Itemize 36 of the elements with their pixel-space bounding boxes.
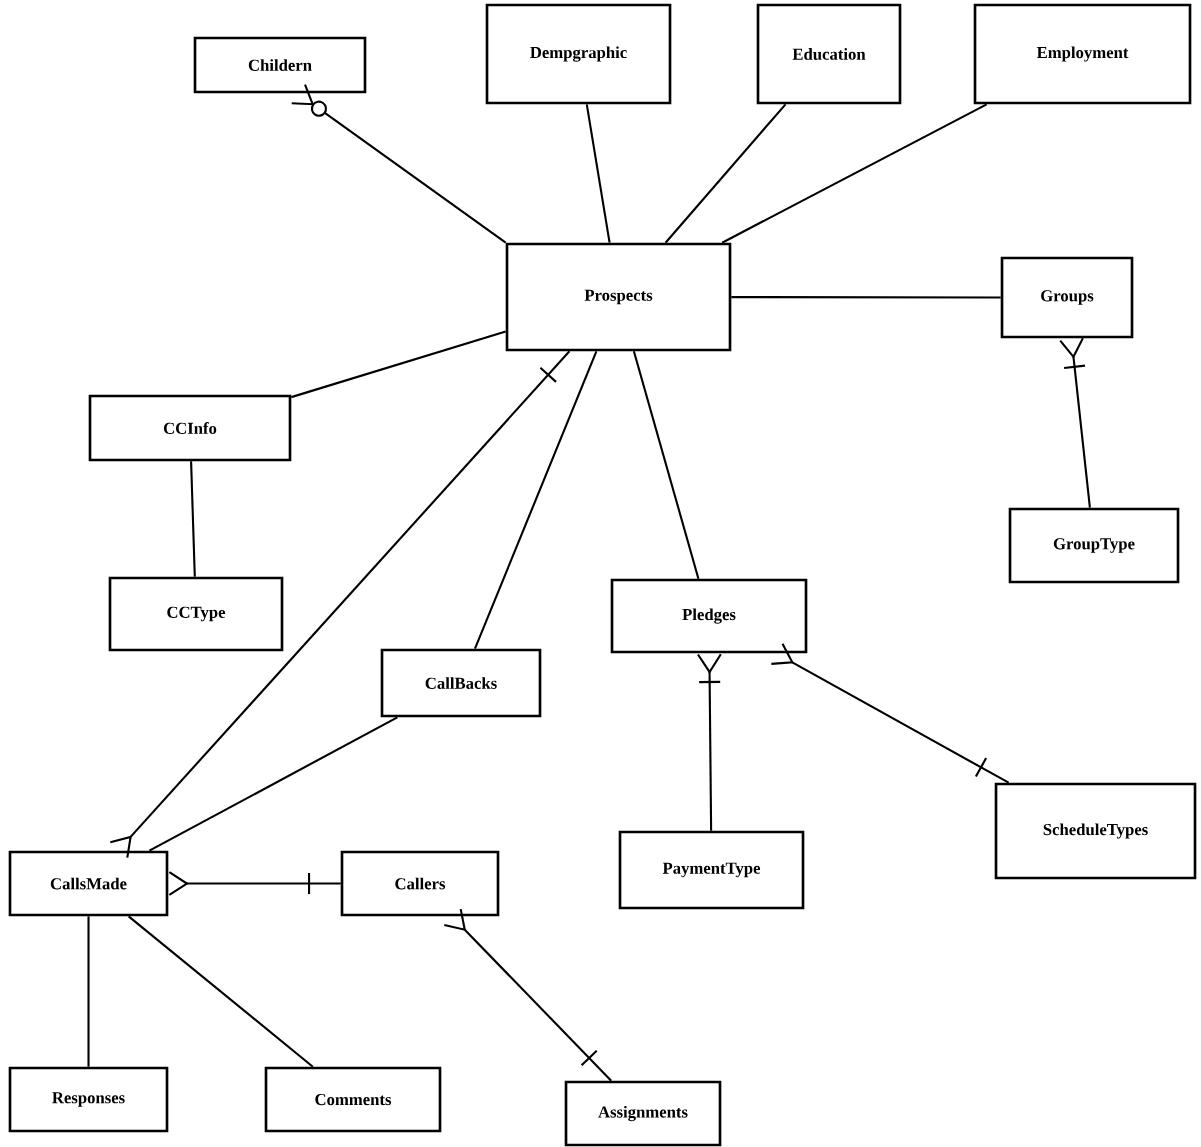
entity-box: Callers bbox=[340, 850, 500, 917]
relationship-line bbox=[474, 350, 598, 650]
relationship-line bbox=[771, 643, 1010, 784]
entity-box: Prospects bbox=[505, 242, 732, 352]
entity-box: Childern bbox=[193, 36, 367, 94]
relationship-line bbox=[128, 915, 314, 1068]
entity-box: PaymentType bbox=[618, 830, 805, 910]
relationship-line bbox=[291, 84, 507, 244]
relationship-line bbox=[731, 296, 1001, 299]
relationship-line bbox=[190, 461, 196, 577]
entity-box: GroupType bbox=[1008, 507, 1180, 584]
relationship-line bbox=[664, 103, 787, 244]
entity-box: Groups bbox=[1000, 256, 1134, 339]
entity-box: CCType bbox=[108, 576, 284, 652]
entity-box: Assignments bbox=[564, 1080, 722, 1147]
relationship-line bbox=[291, 330, 506, 399]
entity-box: Education bbox=[756, 3, 902, 105]
entity-box: Pledges bbox=[610, 578, 808, 654]
entity-box: CallBacks bbox=[380, 648, 542, 718]
relationship-line bbox=[110, 350, 571, 858]
entity-box: Dempgraphic bbox=[485, 3, 672, 105]
entity-box: CallsMade bbox=[8, 850, 169, 917]
relationship-line bbox=[1059, 337, 1091, 508]
relationship-line bbox=[585, 104, 611, 243]
relationship-line bbox=[632, 351, 700, 579]
relationship-line bbox=[444, 908, 612, 1082]
relationship-line bbox=[87, 916, 90, 1067]
relationship-line bbox=[721, 103, 988, 244]
entity-box: ScheduleTypes bbox=[994, 782, 1197, 880]
relationship-line bbox=[697, 653, 722, 831]
entity-box: Comments bbox=[264, 1066, 442, 1133]
entity-box: Responses bbox=[8, 1066, 169, 1133]
relationship-line bbox=[148, 716, 398, 852]
entity-box: CCInfo bbox=[88, 394, 292, 462]
relationship-line bbox=[168, 871, 341, 896]
entity-box: Employment bbox=[973, 3, 1192, 105]
